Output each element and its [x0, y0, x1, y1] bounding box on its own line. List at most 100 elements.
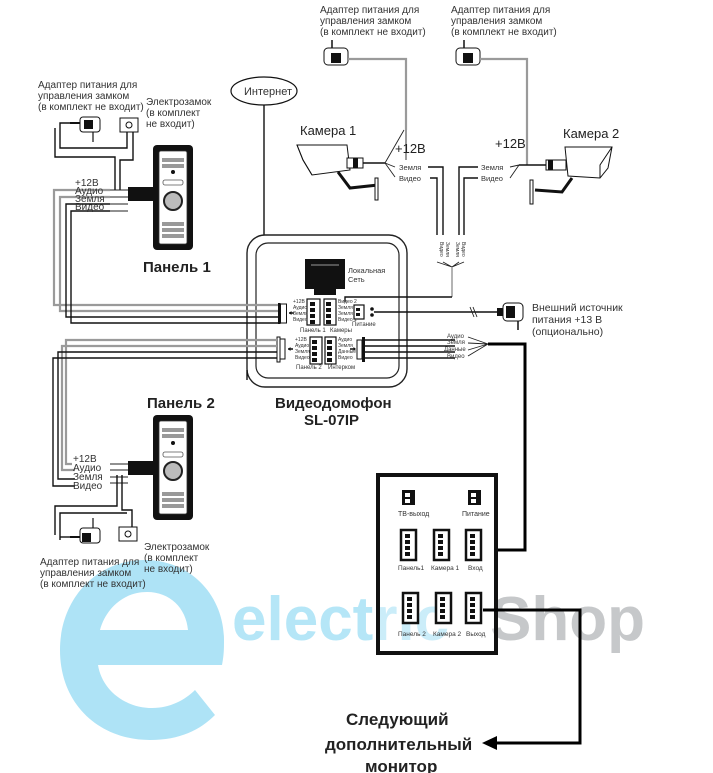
connector-label-panel1: Панель1 [398, 565, 424, 572]
external-power-line1: Внешний источник [532, 302, 623, 314]
lan-label-1: Локальная [348, 266, 385, 275]
panel2-label: Панель 2 [147, 395, 215, 412]
connector-label-camera2: Камера 2 [433, 631, 462, 638]
internet-label: Интернет [244, 86, 292, 98]
camera1-adapter-line1: Адаптер питания для [320, 5, 419, 16]
camera2-label: Камера 2 [563, 126, 619, 141]
panel1-plug [278, 303, 294, 324]
panel2-adapter-line3: (в комплект не входит) [40, 579, 146, 590]
pin-cameras-0: Видео 2 [338, 299, 357, 305]
external-power-line2: питания +13 В [532, 314, 602, 326]
camera1-adapter-wire [348, 57, 408, 130]
external-power-line3: (опционально) [532, 326, 603, 338]
connector-label-panel2: Панель 2 [398, 631, 426, 638]
camera2-leads [509, 164, 520, 179]
watermark: electric Shop [60, 560, 645, 740]
connector-camera1: Камера 1 [431, 528, 460, 572]
panel1-label: Панель 1 [143, 259, 211, 276]
camera1-plus12-label: +12В [395, 141, 426, 156]
panel2-wire-label-3: Видео [73, 481, 103, 492]
power-connector: Питание [352, 304, 376, 328]
panel1-lock-wire-c [119, 132, 134, 190]
panel1-adapter-line3: (в комплект не входит) [38, 102, 144, 113]
camera1-label: Камера 1 [300, 123, 356, 138]
camera2-video-label: Видео [481, 174, 503, 183]
panel1-bundle [52, 188, 278, 324]
panel2-device: Панель 2 +12B Аудио Земля Видео Электроз… [40, 395, 215, 590]
pin-panel1-0: +12B [293, 299, 305, 305]
pin-intercom-1: Земля [338, 343, 353, 349]
pin-cameras-3: Видео 1 [338, 317, 357, 323]
camera1-video-wire [430, 177, 438, 235]
panel1-lock-wire-b [54, 128, 116, 190]
panel1-camera-icon [171, 170, 175, 174]
camera2-ground-label: Земля [481, 163, 503, 172]
panel2-camera-icon [171, 441, 175, 445]
panel1-lock-line1: Электрозамок [146, 97, 212, 108]
external-power: Внешний источник питания +13 В (опционал… [374, 302, 623, 338]
panel2-lock-wire-c [59, 512, 127, 540]
panel1-cable-tails [110, 189, 128, 212]
connector-label-input: Вход [468, 565, 483, 572]
camera1-leads [384, 162, 396, 178]
panel1-wire-label-0: +12B [75, 178, 99, 189]
power-label: Питание [352, 322, 376, 328]
camera1-icon [296, 144, 379, 201]
block-panel1: +12B Аудио Земля Видео Панель 1 [293, 298, 326, 334]
camera1-ground-wire [428, 166, 444, 235]
camera-bundle: Видео Земля Земля Видео [344, 242, 466, 302]
panel2-call-button-icon [163, 461, 183, 481]
panel1-lock-wire-a [59, 122, 128, 149]
camera2-ground-wire [458, 166, 478, 235]
panel2-cable-tails [110, 463, 128, 484]
pin-panel1-2: Земля [293, 311, 308, 317]
connector-camera2: Камера 2 [433, 591, 462, 638]
panel2-adapter-line1: Адаптер питания для [40, 557, 139, 568]
intercom-bundle-label-3: Видео [447, 354, 465, 360]
panel2-wire-label-1: Аудио [73, 463, 102, 474]
camera-bundle-label-1: Земля [444, 242, 450, 257]
camera1-adapter-line2: управления замком [320, 16, 411, 27]
camera-bundle-label-0: Видео [438, 242, 444, 257]
pin-intercom-2: Данные [338, 349, 356, 355]
pin-cameras-1: Земля [338, 305, 353, 311]
panel2-lock-line2: (в комплект [144, 553, 199, 564]
camera-bundle-label-3: Видео [460, 242, 466, 257]
main-unit-model: SL-07IP [304, 412, 359, 429]
block-cameras-label: Камеры [330, 328, 352, 334]
panel2-cable-stub [128, 461, 153, 475]
monitor-box: ТВ-выход Питание Панель1 Камера 1 Вход П [376, 473, 498, 655]
panel2-wire-label-0: +12B [73, 454, 97, 465]
camera-bundle-label-2: Земля [454, 242, 460, 257]
watermark-e-logo [60, 560, 224, 740]
panel2-adapter-icon [70, 518, 101, 544]
camera1-adapter-line3: (в комплект не входит) [320, 27, 426, 38]
panel1-adapter-icon [70, 116, 101, 142]
panel2-plug [276, 336, 293, 363]
watermark-text-shop: Shop [490, 585, 645, 654]
arrow-left-icon [482, 736, 497, 750]
pin-panel2-2: Земля [295, 349, 310, 355]
output-cable [483, 608, 582, 745]
main-unit-name: Видеодомофон [275, 395, 392, 412]
camera2-adapter-icon [455, 40, 481, 66]
camera2-plus12-label: +12В [495, 136, 526, 151]
panel2-lock-line3: не входит) [144, 564, 193, 575]
block-intercom: Аудио Земля Данные Видео Интерком [324, 336, 356, 371]
camera1-device: Адаптер питания для управления замком (в… [296, 5, 444, 235]
external-power-plug-icon [497, 302, 524, 330]
intercom-plug [350, 337, 365, 362]
pin-panel1-1: Аудио [293, 305, 307, 311]
panel1-cable-stub [128, 187, 153, 201]
panel1-call-button-icon [163, 191, 183, 211]
panel2-lock-wire-a [54, 475, 118, 535]
panel1-adapter-line2: управления замком [38, 91, 129, 102]
connector-panel1: Панель1 [398, 528, 424, 572]
camera1-adapter-icon [323, 40, 349, 66]
connector-input: Вход [464, 528, 483, 572]
connector-tv-out: ТВ-выход [398, 490, 429, 518]
camera2-adapter-line3: (в комплект не входит) [451, 27, 557, 38]
panel1-wire-label-2: Земля [75, 194, 105, 205]
block-cameras: Видео 2 Земля Земля Видео 1 Камеры [323, 298, 357, 334]
